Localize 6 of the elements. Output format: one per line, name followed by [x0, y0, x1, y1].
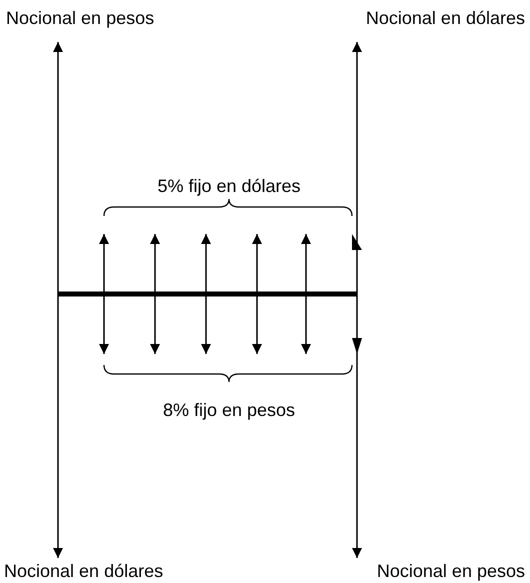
notional-label: Nocional en pesos	[376, 561, 525, 581]
notional-label: Nocional en dólares	[4, 561, 164, 581]
notional-label: Nocional en dólares	[366, 8, 525, 28]
coupon-label: 5% fijo en dólares	[157, 176, 301, 196]
notional-label: Nocional en pesos	[6, 8, 154, 28]
coupon-label: 8% fijo en pesos	[162, 400, 296, 420]
